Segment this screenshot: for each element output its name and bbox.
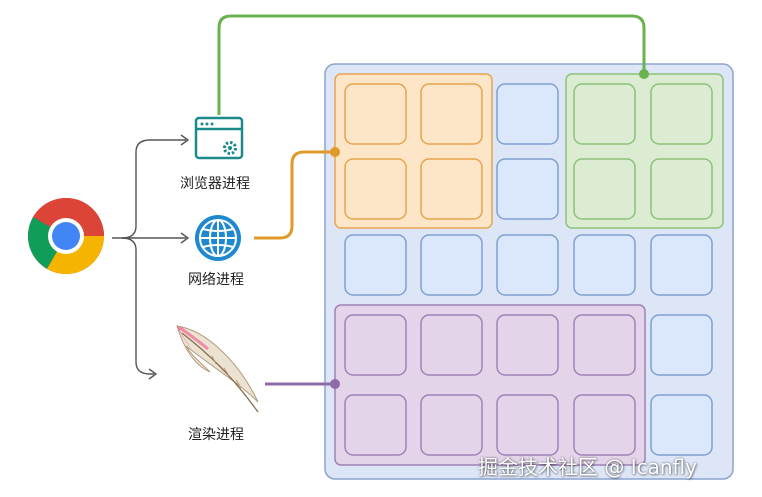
grid-tile <box>496 234 559 296</box>
browser-tile <box>420 83 483 145</box>
gpu-tile <box>650 83 713 145</box>
browser-tile <box>420 158 483 220</box>
watermark: 掘金技术社区 @ Icanfly <box>478 455 697 479</box>
grid-tile <box>650 314 713 376</box>
gpu-connector-dot <box>639 69 649 79</box>
render-tile <box>344 394 407 456</box>
tiles-group <box>344 83 713 456</box>
branch-arrows <box>112 134 190 380</box>
browser-process-label: 浏览器进程 <box>180 176 250 192</box>
grid-tile <box>573 234 636 296</box>
render-tile <box>420 394 483 456</box>
grid-tile <box>650 394 713 456</box>
network-to-browser-connector <box>254 150 335 240</box>
render-tile <box>496 394 559 456</box>
network-process-label: 网络进程 <box>188 272 244 288</box>
chrome-logo <box>28 198 104 274</box>
render-process-label: 渲染进程 <box>188 427 244 443</box>
render-tile <box>344 314 407 376</box>
globe-icon <box>195 215 241 261</box>
render-tile <box>496 314 559 376</box>
render-tile <box>420 314 483 376</box>
gpu-tile <box>573 158 636 220</box>
browser-tile <box>344 83 407 145</box>
grid-tile <box>650 234 713 296</box>
grid-tile <box>344 234 407 296</box>
grid-tile <box>420 234 483 296</box>
gpu-tile <box>650 158 713 220</box>
browser-tile <box>344 158 407 220</box>
feather-icon <box>176 325 259 413</box>
render-tile <box>573 314 636 376</box>
browser-to-gpu-connector <box>217 14 646 115</box>
browser-connector-dot <box>330 147 340 157</box>
gpu-tile <box>573 83 636 145</box>
browser-window-gear-icon <box>194 116 244 160</box>
render-tile <box>573 394 636 456</box>
grid-tile <box>496 158 559 220</box>
render-connector-dot <box>330 379 340 389</box>
grid-tile <box>496 83 559 145</box>
